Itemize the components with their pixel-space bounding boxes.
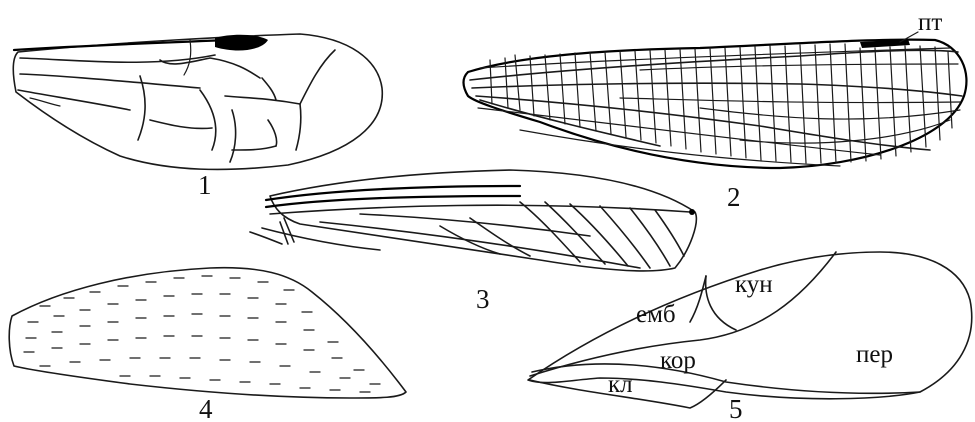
embolium-label: емб (636, 301, 676, 328)
wing-3-number: 3 (476, 284, 490, 314)
clavus-label: кл (608, 371, 633, 398)
wing-1-stigma (215, 35, 268, 51)
wing-4-drawing (9, 268, 406, 398)
cuneus-label: кун (735, 271, 773, 298)
pterostigma-label: пт (918, 9, 942, 36)
membrane-label: пер (856, 341, 893, 368)
wing-5-number: 5 (729, 394, 743, 422)
wing-4-number: 4 (199, 394, 213, 422)
wing-2-drawing (464, 39, 967, 168)
wing-4-dash-texture (24, 276, 380, 392)
wing-1-number: 1 (198, 170, 212, 200)
wing-2-number: 2 (727, 182, 741, 212)
wing-3-drawing (250, 170, 696, 271)
corium-label: кор (660, 347, 696, 374)
wing-3-crossveins (440, 202, 684, 268)
wing-2-cell-net (478, 44, 960, 166)
wing-1-drawing (13, 34, 382, 169)
